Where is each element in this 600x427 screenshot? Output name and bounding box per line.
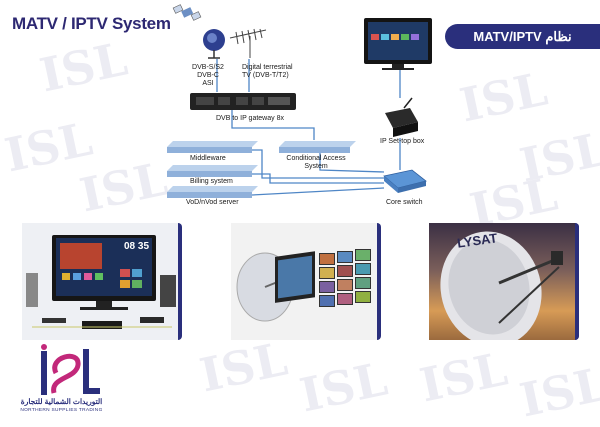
terrestrial-input-label: Digital terrestrial TV (DVB-T/T2): [242, 64, 293, 79]
core-switch-icon: [383, 169, 427, 193]
iptv-diagram: [167, 4, 432, 198]
gateway-label: DVB to IP gateway 8x: [216, 115, 284, 122]
photo-tv-setup: 08 35: [22, 223, 182, 340]
terrestrial-antenna-icon: [229, 28, 267, 58]
logo-english-text: NORTHERN SUPPLIES TRADING: [20, 408, 103, 413]
satellite-icon: [172, 4, 202, 21]
vod-label: VoD/nVod server: [186, 199, 239, 206]
satellite-input-label: DVB-S/S2 DVB-C ASI: [192, 64, 224, 87]
connector-lines: [216, 59, 401, 196]
monitor-icon: [364, 18, 432, 70]
vod-server-icon: [167, 186, 258, 198]
ca-server-icon: [279, 141, 356, 153]
company-logo: [41, 344, 100, 395]
dish-icon: [203, 29, 225, 59]
ca-label: Conditional Access System: [286, 155, 346, 170]
photo-satellite-dish: LYSAT: [429, 223, 579, 340]
billing-label: Billing system: [190, 178, 233, 185]
arabic-title-banner: MATV/IPTV نظام: [445, 24, 600, 49]
photo-dish-screens: [231, 223, 381, 340]
set-top-box-icon: [385, 97, 418, 137]
billing-server-icon: [167, 165, 258, 177]
set-top-box-label: IP Set-top box: [380, 138, 425, 145]
middleware-label: Middleware: [190, 155, 226, 162]
gateway-device-icon: [190, 93, 296, 110]
middleware-server-icon: [167, 141, 258, 153]
logo-arabic-text: التوريدات الشمالية للتجارة: [20, 397, 103, 406]
core-switch-label: Core switch: [386, 199, 423, 206]
page-title: MATV / IPTV System: [12, 14, 171, 33]
tv-clock: 08 35: [124, 241, 150, 252]
